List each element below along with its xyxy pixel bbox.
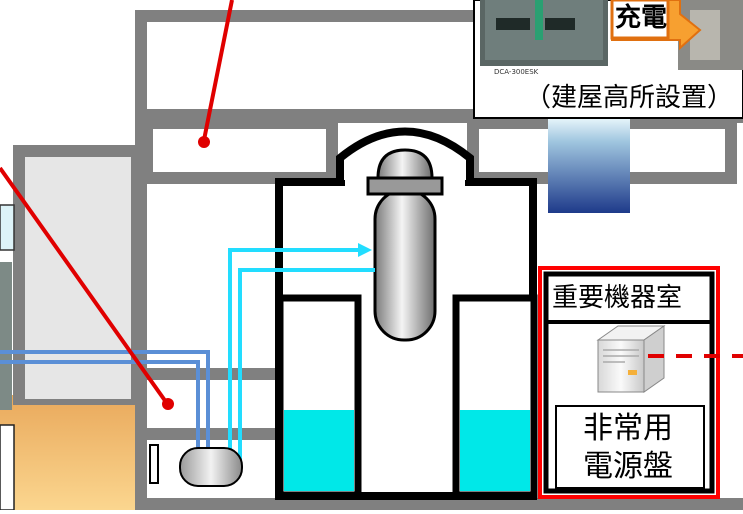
room-left-2 (147, 428, 282, 440)
leader-line-upper (202, 0, 234, 141)
room-left-1 (147, 368, 282, 380)
power-panel-label-line1: 非常用 (583, 411, 673, 446)
charge-badge-bg (610, 0, 670, 40)
leader-dot-lower (162, 398, 174, 410)
water-left (284, 410, 354, 491)
leader-line-lower (0, 166, 168, 404)
reactor-vessel-head (376, 148, 434, 180)
pump-base (149, 444, 159, 484)
left-edge-panel (0, 204, 15, 251)
reactor-vessel-flange (366, 176, 444, 196)
water-right (460, 410, 530, 491)
installation-caption: （建屋高所設置） (525, 83, 734, 113)
equipment-room-title: 重要機器室 (552, 283, 683, 313)
injection-line-upper (228, 248, 362, 460)
reactor-vessel-body (373, 188, 437, 342)
left-edge-photo (0, 262, 12, 410)
generator-model-label: DCA-300ESK (494, 68, 539, 76)
spent-fuel-pool (548, 118, 630, 213)
charge-label: 充電 (615, 3, 668, 33)
injection-arrowhead (358, 243, 372, 257)
left-edge-box (0, 424, 15, 511)
injection-line-lower (238, 268, 375, 460)
server-icon (596, 325, 666, 393)
compartment-left (141, 117, 338, 184)
leader-dot-upper (198, 136, 210, 148)
pump (179, 447, 243, 487)
power-panel-box (555, 405, 705, 489)
power-panel-label-line2: 電源盤 (583, 449, 673, 484)
water-pipe-outer (0, 350, 210, 460)
water-pipe-inner (0, 360, 200, 460)
